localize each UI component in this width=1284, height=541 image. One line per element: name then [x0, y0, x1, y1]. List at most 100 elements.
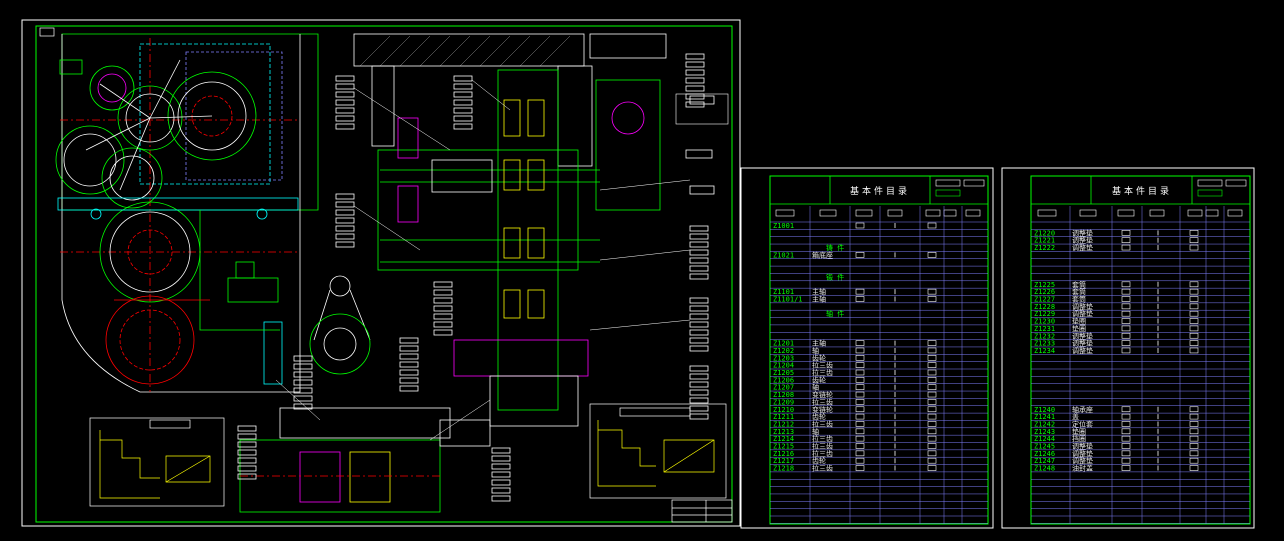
part-code: Z1215 — [773, 443, 794, 451]
part-name: 齿轮 — [812, 456, 826, 465]
part-code: Z1241 — [1034, 413, 1055, 421]
table-row: Z1228 调整垫 — [1034, 302, 1199, 311]
part-code: Z1233 — [1034, 340, 1055, 348]
part-code: Z1227 — [1034, 296, 1055, 304]
table-row: Z1227 套筒 — [1034, 295, 1199, 304]
table-row: Z1240 轴承座 — [1034, 405, 1199, 414]
table-row: Z1244 挡圈 — [1034, 434, 1199, 443]
table-row: Z1210 变链轮 — [773, 405, 937, 414]
part-name: 挡圈 — [1072, 434, 1086, 443]
parts-list-2-column-headers — [1037, 209, 1243, 217]
table-row: Z1208 变链轮 — [773, 390, 937, 399]
table-row: Z1204 拉三齿 — [773, 361, 937, 370]
main-assembly-sheet — [21, 19, 741, 527]
part-name: 拉三齿 — [812, 442, 833, 451]
parts-list-1-title: 基本件目录 — [850, 185, 910, 197]
part-code: Z1231 — [1034, 325, 1055, 333]
part-code: Z1101/1 — [773, 296, 803, 304]
part-name: 拉三齿 — [812, 397, 833, 406]
part-name: 箱底座 — [812, 250, 833, 259]
part-name: 拉三齿 — [812, 434, 833, 443]
gear-train-section-view — [55, 33, 319, 393]
part-code: Z1216 — [773, 450, 794, 458]
part-name: 垫圈 — [1072, 427, 1086, 436]
part-code: Z1230 — [1034, 318, 1055, 326]
part-code: Z1212 — [773, 420, 794, 428]
table-row: Z1001 — [773, 222, 937, 230]
part-code: Z1221 — [1034, 237, 1055, 245]
part-code: Z1213 — [773, 428, 794, 436]
part-name: 调整垫 — [1072, 302, 1093, 311]
part-name: 调整垫 — [1072, 449, 1093, 458]
part-code: Z1228 — [1034, 303, 1055, 311]
part-name: 油封盖 — [1072, 464, 1093, 473]
part-code: Z1208 — [773, 391, 794, 399]
part-code: Z1248 — [1034, 465, 1055, 473]
part-code: Z1204 — [773, 362, 794, 370]
part-code: Z1205 — [773, 369, 794, 377]
part-name: 变链轮 — [812, 405, 833, 414]
part-code: Z1244 — [1034, 435, 1055, 443]
part-code: Z1245 — [1034, 443, 1055, 451]
part-name: 套筒 — [1072, 295, 1086, 304]
table-row: Z1221 调整垫 — [1034, 236, 1199, 245]
part-code: Z1210 — [773, 406, 794, 414]
table-row: Z1215 拉三齿 — [773, 442, 937, 451]
part-code: Z1218 — [773, 465, 794, 473]
part-code: Z1246 — [1034, 450, 1055, 458]
part-code: Z1247 — [1034, 457, 1055, 465]
part-code: Z1209 — [773, 398, 794, 406]
part-code: Z1211 — [773, 413, 794, 421]
part-name: 定位套 — [1072, 419, 1093, 428]
part-name: 轴 — [812, 383, 819, 392]
table-row: Z1245 调整垫 — [1034, 442, 1199, 451]
part-name: 变链轮 — [812, 390, 833, 399]
table-row: Z1213 轴 — [773, 427, 937, 436]
part-code: Z1240 — [1034, 406, 1055, 414]
part-code: Z1225 — [1034, 281, 1055, 289]
part-name: 拉三齿 — [812, 361, 833, 370]
part-name: 齿轮 — [812, 375, 826, 384]
part-name: 调整垫 — [1072, 331, 1093, 340]
table-row: Z1209 拉三齿 — [773, 397, 937, 406]
part-name: 轴 — [812, 427, 819, 436]
table-row: Z1021 箱底座 — [773, 250, 937, 259]
part-name: 拉三齿 — [812, 368, 833, 377]
part-name: 调整垫 — [1072, 228, 1093, 237]
part-name: 垫圈 — [1072, 317, 1086, 326]
part-name: 调整垫 — [1072, 236, 1093, 245]
part-name: 调整垫 — [1072, 346, 1093, 355]
part-name: 轴 件 — [826, 309, 844, 318]
part-code: Z1201 — [773, 340, 794, 348]
table-row: Z1214 拉三齿 — [773, 434, 937, 443]
part-code: Z1202 — [773, 347, 794, 355]
part-code: Z1021 — [773, 251, 794, 259]
table-row: Z1248 油封盖 — [1034, 464, 1199, 473]
part-name: 锻 件 — [826, 272, 844, 281]
part-code: Z1217 — [773, 457, 794, 465]
part-name: 拉三齿 — [812, 464, 833, 473]
part-code: Z1207 — [773, 384, 794, 392]
part-name: 轴承座 — [1072, 405, 1093, 414]
part-name: 齿轮 — [812, 353, 826, 362]
part-code: Z1242 — [1034, 420, 1055, 428]
part-code: Z1214 — [773, 435, 794, 443]
part-name: 调整垫 — [1072, 442, 1093, 451]
part-name: 套筒 — [1072, 280, 1086, 289]
